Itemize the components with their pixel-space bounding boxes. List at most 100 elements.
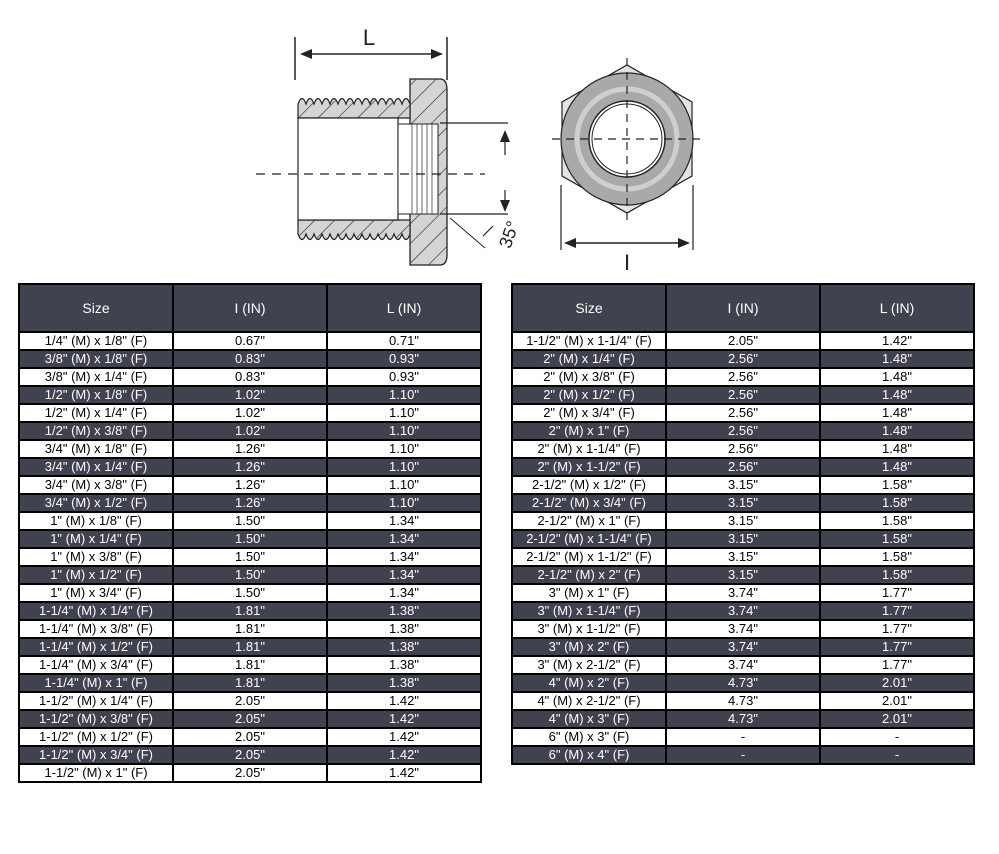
table-row: 1-1/4" (M) x 1" (F)1.81"1.38" <box>18 673 482 693</box>
table-row: 1-1/2" (M) x 1" (F)2.05"1.42" <box>18 763 482 783</box>
cell-size: 3/4" (M) x 3/8" (F) <box>18 475 174 495</box>
table-row: 1-1/2" (M) x 1/2" (F)2.05"1.42" <box>18 727 482 747</box>
table-row: 2-1/2" (M) x 1-1/4" (F)3.15"1.58" <box>511 529 975 549</box>
table-row: 3" (M) x 1-1/2" (F)3.74"1.77" <box>511 619 975 639</box>
table-row: 6" (M) x 3" (F)-- <box>511 727 975 747</box>
cell-l: 1.58" <box>819 511 975 531</box>
cell-l: 1.77" <box>819 583 975 603</box>
cell-l: 0.71" <box>326 331 482 351</box>
column-header-i: I (IN) <box>665 283 821 333</box>
table-row: 4" (M) x 2" (F)4.73"2.01" <box>511 673 975 693</box>
cell-i: 2.56" <box>665 403 821 423</box>
cell-size: 1-1/2" (M) x 1-1/4" (F) <box>511 331 667 351</box>
cell-l: 0.93" <box>326 367 482 387</box>
cell-size: 1-1/2" (M) x 3/8" (F) <box>18 709 174 729</box>
cell-l: 2.01" <box>819 691 975 711</box>
cell-i: 1.26" <box>172 457 328 477</box>
cell-i: 1.50" <box>172 511 328 531</box>
cell-size: 1-1/4" (M) x 1" (F) <box>18 673 174 693</box>
cell-i: 4.73" <box>665 673 821 693</box>
cell-size: 1-1/4" (M) x 1/2" (F) <box>18 637 174 657</box>
cell-size: 1" (M) x 1/8" (F) <box>18 511 174 531</box>
cell-l: 1.48" <box>819 349 975 369</box>
cell-l: 1.34" <box>326 583 482 603</box>
cell-i: 1.81" <box>172 619 328 639</box>
cell-l: 1.10" <box>326 493 482 513</box>
dimension-label-L: L <box>363 25 375 50</box>
cell-size: 1" (M) x 1/2" (F) <box>18 565 174 585</box>
cell-size: 1-1/2" (M) x 1/4" (F) <box>18 691 174 711</box>
cell-size: 1" (M) x 1/4" (F) <box>18 529 174 549</box>
cell-size: 1" (M) x 3/4" (F) <box>18 583 174 603</box>
cell-i: 0.83" <box>172 367 328 387</box>
cell-l: 1.48" <box>819 367 975 387</box>
cell-l: 1.48" <box>819 403 975 423</box>
cell-i: 1.26" <box>172 493 328 513</box>
cell-size: 3" (M) x 2-1/2" (F) <box>511 655 667 675</box>
cell-l: 1.58" <box>819 529 975 549</box>
cell-l: 1.42" <box>326 745 482 765</box>
cell-l: 1.42" <box>819 331 975 351</box>
cell-size: 1-1/4" (M) x 1/4" (F) <box>18 601 174 621</box>
cell-i: 1.02" <box>172 403 328 423</box>
cell-size: 3/4" (M) x 1/8" (F) <box>18 439 174 459</box>
angle-label: 35° <box>495 218 523 250</box>
column-header-size: Size <box>18 283 174 333</box>
cell-i: 2.05" <box>172 709 328 729</box>
cell-l: 1.38" <box>326 673 482 693</box>
cell-size: 1/2" (M) x 1/8" (F) <box>18 385 174 405</box>
bushing-diagram: L 35° <box>256 25 702 275</box>
cell-i: 2.05" <box>172 691 328 711</box>
cell-i: 4.73" <box>665 691 821 711</box>
cell-size: 2" (M) x 1/2" (F) <box>511 385 667 405</box>
table-row: 2" (M) x 3/4" (F)2.56"1.48" <box>511 403 975 423</box>
cell-size: 4" (M) x 2-1/2" (F) <box>511 691 667 711</box>
cell-l: 1.10" <box>326 439 482 459</box>
cell-i: 3.74" <box>665 601 821 621</box>
side-view: L 35° <box>256 25 523 266</box>
cell-i: 2.05" <box>172 745 328 765</box>
table-row: 3" (M) x 1" (F)3.74"1.77" <box>511 583 975 603</box>
cell-size: 2-1/2" (M) x 1-1/2" (F) <box>511 547 667 567</box>
dimension-table-left: Size I (IN) L (IN) 1/4" (M) x 1/8" (F)0.… <box>18 283 482 783</box>
cell-size: 2" (M) x 1/4" (F) <box>511 349 667 369</box>
cell-i: 1.02" <box>172 385 328 405</box>
table-row: 4" (M) x 2-1/2" (F)4.73"2.01" <box>511 691 975 711</box>
cell-i: 1.81" <box>172 673 328 693</box>
cell-l: 1.58" <box>819 493 975 513</box>
cell-size: 2-1/2" (M) x 1-1/4" (F) <box>511 529 667 549</box>
cell-i: 0.67" <box>172 331 328 351</box>
cell-l: 2.01" <box>819 673 975 693</box>
cell-i: 3.15" <box>665 547 821 567</box>
cell-i: 3.15" <box>665 511 821 531</box>
cell-l: 1.10" <box>326 385 482 405</box>
table-row: 6" (M) x 4" (F)-- <box>511 745 975 765</box>
cell-size: 2-1/2" (M) x 2" (F) <box>511 565 667 585</box>
cell-size: 3" (M) x 1-1/4" (F) <box>511 601 667 621</box>
table-row: 1-1/4" (M) x 3/4" (F)1.81"1.38" <box>18 655 482 675</box>
cell-i: 1.26" <box>172 475 328 495</box>
cell-size: 2" (M) x 3/4" (F) <box>511 403 667 423</box>
column-header-l: L (IN) <box>819 283 975 333</box>
cell-size: 3/8" (M) x 1/4" (F) <box>18 367 174 387</box>
table-row: 1-1/4" (M) x 1/2" (F)1.81"1.38" <box>18 637 482 657</box>
cell-l: 1.42" <box>326 727 482 747</box>
cell-size: 1" (M) x 3/8" (F) <box>18 547 174 567</box>
table-row: 1/4" (M) x 1/8" (F)0.67"0.71" <box>18 331 482 351</box>
cell-l: 1.10" <box>326 421 482 441</box>
cell-size: 2-1/2" (M) x 3/4" (F) <box>511 493 667 513</box>
cell-l: 1.77" <box>819 637 975 657</box>
cell-l: 1.10" <box>326 403 482 423</box>
cell-size: 3" (M) x 1-1/2" (F) <box>511 619 667 639</box>
cell-l: 0.93" <box>326 349 482 369</box>
column-header-i: I (IN) <box>172 283 328 333</box>
table-row: 3" (M) x 1-1/4" (F)3.74"1.77" <box>511 601 975 621</box>
table-row: 1-1/4" (M) x 1/4" (F)1.81"1.38" <box>18 601 482 621</box>
cell-i: 3.15" <box>665 565 821 585</box>
cell-l: 1.58" <box>819 475 975 495</box>
cell-size: 2" (M) x 1-1/4" (F) <box>511 439 667 459</box>
cell-l: 1.38" <box>326 619 482 639</box>
cell-l: 1.38" <box>326 655 482 675</box>
table-row: 1-1/4" (M) x 3/8" (F)1.81"1.38" <box>18 619 482 639</box>
cell-l: 1.10" <box>326 457 482 477</box>
